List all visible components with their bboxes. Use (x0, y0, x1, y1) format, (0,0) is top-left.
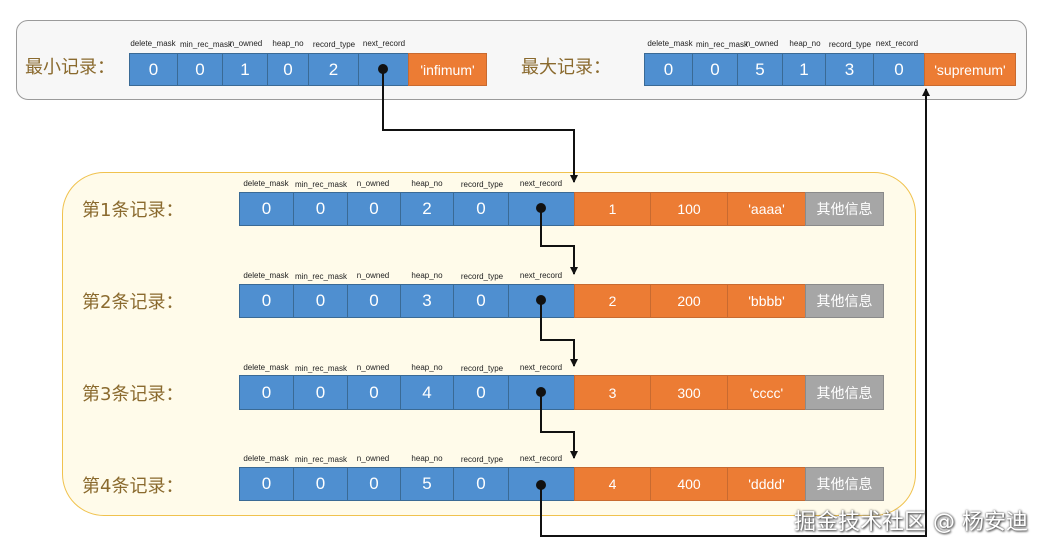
record-1-value-n-owned: 0 (347, 192, 401, 226)
supremum-value-next-record: 0 (873, 53, 925, 86)
infimum-field-delete-mask: delete_mask (130, 39, 176, 48)
record-2-value-delete-mask: 0 (239, 284, 294, 318)
infimum-value-heap-no: 0 (267, 53, 309, 86)
record-3-value-record-type: 0 (453, 375, 509, 410)
record-4-value-n-owned: 0 (347, 467, 401, 501)
record-1-field-delete-mask: delete_mask (243, 179, 289, 188)
record-4-data-string: 'dddd' (727, 467, 806, 501)
record-2-field-n-owned: n_owned (356, 271, 390, 280)
record-3-field-next-record: next_record (519, 363, 563, 372)
record-4-value-heap-no: 5 (400, 467, 454, 501)
supremum-value-delete-mask: 0 (644, 53, 693, 86)
record-4-value-record-type: 0 (453, 467, 509, 501)
record-3-label: 第3条记录： (82, 384, 184, 405)
record-1-value-delete-mask: 0 (239, 192, 294, 226)
supremum-value-n-owned: 5 (737, 53, 783, 86)
infimum-field-record-type: record_type (312, 40, 356, 49)
record-1-field-record-type: record_type (460, 180, 504, 189)
infimum-field-n-owned: n_owned (229, 39, 263, 48)
infimum-field-next-record: next_record (362, 39, 406, 48)
record-1-field-n-owned: n_owned (356, 179, 390, 188)
infimum-field-heap-no: heap_no (272, 39, 304, 48)
record-3-value-heap-no: 4 (400, 375, 454, 410)
record-2-data-string: 'bbbb' (727, 284, 806, 318)
infimum-field-min-rec-mask: min_rec_mask (179, 40, 232, 49)
record-4-data-id: 4 (574, 467, 651, 501)
supremum-label: 最大记录： (521, 57, 611, 78)
record-2-field-min-rec-mask: min_rec_mask (294, 272, 347, 281)
record-2-value-n-owned: 0 (347, 284, 401, 318)
supremum-field-min-rec-mask: min_rec_mask (695, 40, 748, 49)
record-3-value-delete-mask: 0 (239, 375, 294, 410)
record-4-field-next-record: next_record (519, 454, 563, 463)
record-1-label: 第1条记录： (82, 200, 184, 221)
record-3-field-min-rec-mask: min_rec_mask (294, 364, 347, 373)
record-1-field-min-rec-mask: min_rec_mask (294, 180, 347, 189)
record-2-field-heap-no: heap_no (411, 271, 443, 280)
user-records-box (62, 172, 916, 516)
infimum-label: 最小记录： (25, 57, 115, 78)
record-4-field-delete-mask: delete_mask (243, 454, 289, 463)
infimum-data: 'infimum' (408, 53, 487, 86)
record-1-value-heap-no: 2 (400, 192, 454, 226)
arrow-record-3-to-record-4 (540, 392, 578, 459)
supremum-field-n-owned: n_owned (745, 39, 779, 48)
supremum-value-record-type: 3 (825, 53, 874, 86)
record-2-field-record-type: record_type (460, 272, 504, 281)
record-4-value-min-rec-mask: 0 (293, 467, 348, 501)
record-3-pointer-dot (536, 387, 546, 397)
record-4-pointer-dot (536, 480, 546, 490)
record-2-data-id: 2 (574, 284, 651, 318)
record-1-field-next-record: next_record (519, 179, 563, 188)
supremum-field-next-record: next_record (875, 39, 919, 48)
record-4-field-record-type: record_type (460, 455, 504, 464)
record-1-other-info: 其他信息 (805, 192, 884, 226)
record-4-other-info: 其他信息 (805, 467, 884, 501)
record-1-field-heap-no: heap_no (411, 179, 443, 188)
record-2-field-delete-mask: delete_mask (243, 271, 289, 280)
arrow-record-2-to-record-3 (540, 300, 578, 367)
arrow-infimum-to-record-1 (382, 69, 578, 183)
record-4-value-delete-mask: 0 (239, 467, 294, 501)
record-4-field-n-owned: n_owned (356, 454, 390, 463)
arrow-record-1-to-record-2 (540, 208, 578, 275)
record-1-pointer-dot (536, 203, 546, 213)
record-3-data-string: 'cccc' (727, 375, 806, 410)
record-3-field-heap-no: heap_no (411, 363, 443, 372)
record-4-field-heap-no: heap_no (411, 454, 443, 463)
record-3-field-record-type: record_type (460, 364, 504, 373)
supremum-value-min-rec-mask: 0 (692, 53, 738, 86)
infimum-value-delete-mask: 0 (129, 53, 178, 86)
supremum-field-heap-no: heap_no (789, 39, 821, 48)
watermark: 掘金技术社区 @ 杨安迪 (794, 510, 1028, 535)
record-4-label: 第4条记录： (82, 476, 184, 497)
arrow-record-4-to-supremum (540, 88, 930, 537)
record-2-pointer-dot (536, 295, 546, 305)
record-2-label: 第2条记录： (82, 292, 184, 313)
record-2-value-record-type: 0 (453, 284, 509, 318)
record-2-other-info: 其他信息 (805, 284, 884, 318)
supremum-field-delete-mask: delete_mask (647, 39, 693, 48)
supremum-data: 'supremum' (924, 53, 1016, 86)
record-4-field-min-rec-mask: min_rec_mask (294, 455, 347, 464)
infimum-value-n-owned: 1 (222, 53, 268, 86)
infimum-value-record-type: 2 (308, 53, 359, 86)
supremum-field-record-type: record_type (828, 40, 872, 49)
record-2-field-next-record: next_record (519, 271, 563, 280)
record-3-field-delete-mask: delete_mask (243, 363, 289, 372)
record-3-data-id: 3 (574, 375, 651, 410)
record-3-data-value: 300 (650, 375, 728, 410)
record-2-data-value: 200 (650, 284, 728, 318)
record-3-field-n-owned: n_owned (356, 363, 390, 372)
supremum-value-heap-no: 1 (782, 53, 826, 86)
record-4-data-value: 400 (650, 467, 728, 501)
infimum-pointer-dot (378, 64, 388, 74)
record-3-value-n-owned: 0 (347, 375, 401, 410)
record-2-value-heap-no: 3 (400, 284, 454, 318)
record-3-other-info: 其他信息 (805, 375, 884, 410)
infimum-value-min-rec-mask: 0 (177, 53, 223, 86)
record-1-data-id: 1 (574, 192, 651, 226)
